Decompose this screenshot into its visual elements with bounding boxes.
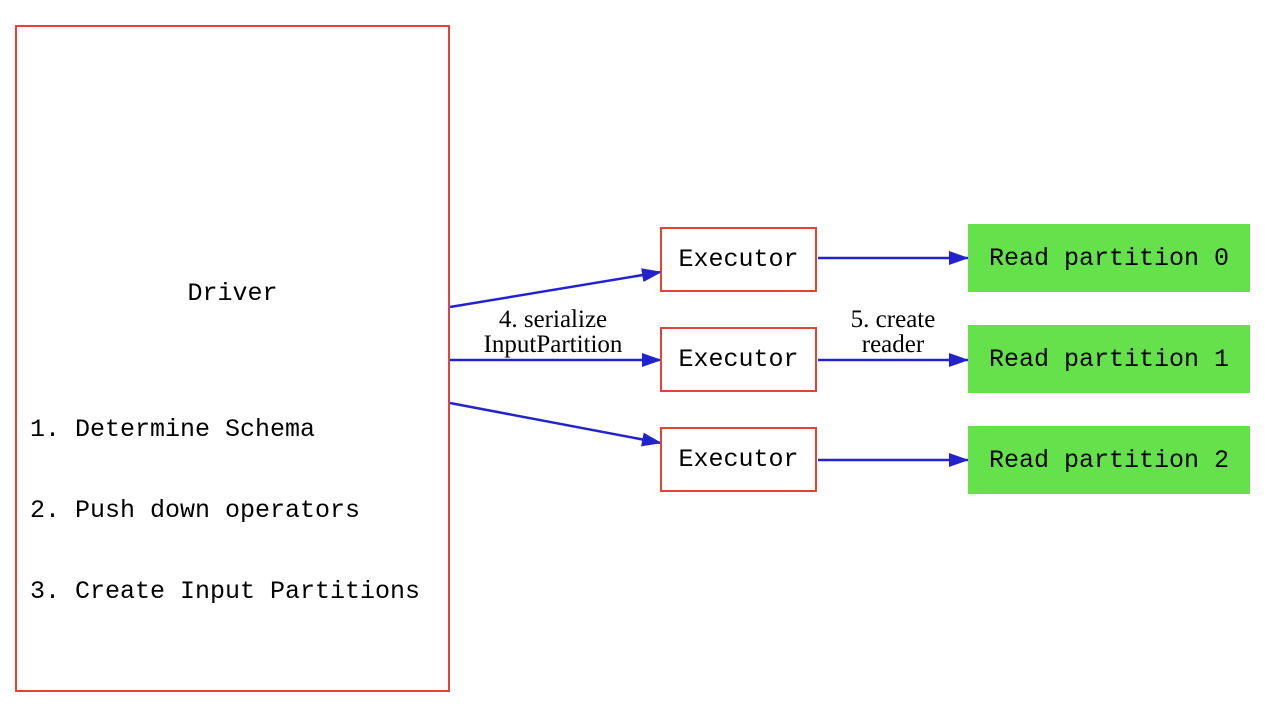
arrow-driver-to-executor-2 [449,401,662,447]
edge-label-reader-line1: 5. create [850,306,936,333]
driver-title: Driver [187,279,278,308]
driver-step-2: 2. Push down operators [30,496,361,525]
driver-box: Driver 1. Determine Schema 2. Push down … [15,25,450,692]
edge-label-create-reader: 5. create reader [793,307,993,357]
edge-label-reader-line2: reader [861,331,925,358]
read-partition-label-1: Read partition 1 [988,344,1230,374]
read-partition-box-2: Read partition 2 [968,426,1250,494]
edge-label-serialize-inputpartition: 4. serialize InputPartition [443,307,663,357]
executor-box-2: Executor [660,427,817,492]
arrow-driver-to-executor-0 [449,268,662,309]
driver-steps-list: 1. Determine Schema 2. Push down operato… [30,362,420,659]
driver-step-1: 1. Determine Schema [30,415,316,444]
executor-label-1: Executor [678,345,799,374]
executor-label-2: Executor [678,445,799,474]
edge-label-serialize-line1: 4. serialize [498,306,608,333]
read-partition-box-1: Read partition 1 [968,325,1250,393]
executor-box-0: Executor [660,227,817,292]
read-partition-label-0: Read partition 0 [988,243,1230,273]
read-partition-label-2: Read partition 2 [988,445,1230,475]
executor-box-1: Executor [660,327,817,392]
read-partition-box-0: Read partition 0 [968,224,1250,292]
executor-label-0: Executor [678,245,799,274]
driver-step-3: 3. Create Input Partitions [30,577,421,606]
edge-label-serialize-line2: InputPartition [483,331,623,358]
